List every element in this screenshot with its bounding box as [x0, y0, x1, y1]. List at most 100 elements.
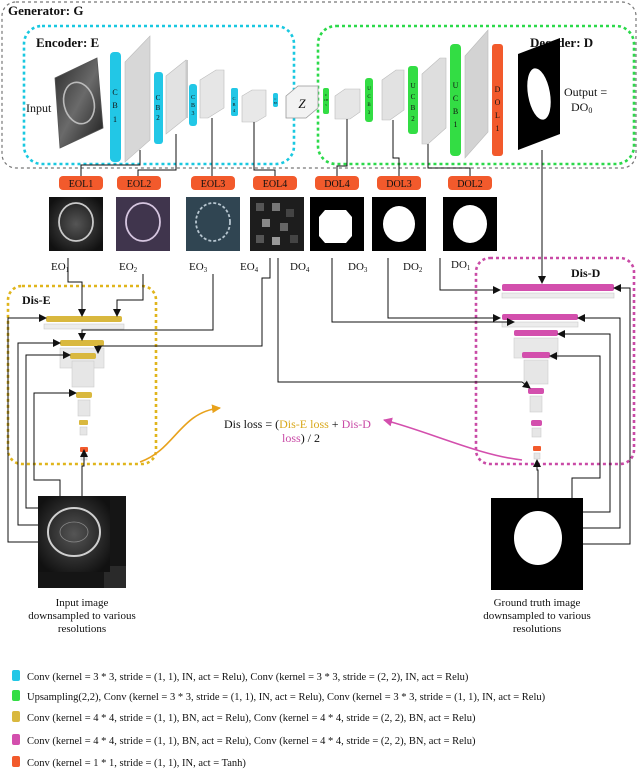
svg-text:DOL2: DOL2 [457, 179, 483, 190]
dis-e-title: Dis-E [22, 293, 51, 307]
svg-text:C: C [232, 96, 235, 101]
svg-text:2: 2 [156, 114, 160, 122]
svg-text:C: C [411, 93, 416, 101]
svg-text:Dis loss = (Dis-E loss + Dis-D: Dis loss = (Dis-E loss + Dis-D [224, 417, 371, 431]
svg-text:B: B [367, 103, 371, 108]
svg-text:EOL4: EOL4 [263, 179, 287, 190]
legend-text-3: Conv (kernel = 4 * 4, stride = (1, 1), B… [27, 713, 476, 724]
svg-text:1: 1 [454, 120, 458, 129]
svg-text:3: 3 [192, 111, 195, 117]
input-image [54, 57, 104, 149]
eol1-pill [59, 176, 103, 190]
legend-text-2: Upsampling(2,2), Conv (kernel = 3 * 3, s… [27, 692, 546, 703]
svg-text:DOL3: DOL3 [386, 179, 412, 190]
dis-e-connectors [67, 258, 271, 354]
thumbnail-labels: EO1 EO2 EO3 EO4 DO4 DO3 DO2 DO1 [51, 259, 471, 274]
generator-box [1, 1, 637, 169]
do4-thumbnail [310, 197, 364, 251]
gold-curve-arrow [139, 404, 221, 463]
svg-text:DO3: DO3 [348, 261, 368, 274]
legend-swatch-magenta [12, 734, 20, 745]
encoder-block-cb4: C B 4 [231, 88, 267, 123]
svg-text:Z: Z [298, 96, 306, 111]
svg-text:L: L [495, 111, 500, 120]
svg-text:B: B [112, 101, 117, 110]
svg-text:4: 4 [233, 108, 236, 113]
dol4-pill [315, 176, 359, 190]
dol3-pill [377, 176, 421, 190]
svg-text:B: B [411, 104, 416, 112]
svg-text:EO4: EO4 [240, 261, 259, 274]
output-do0: DO0 [571, 100, 592, 115]
ground-truth-connectors [533, 284, 631, 545]
svg-text:B: B [191, 103, 195, 109]
encoder-block-cb5: C B5 [273, 93, 278, 107]
do3-thumbnail [372, 197, 426, 251]
cb1-label: C [112, 88, 117, 97]
skip-connections [80, 118, 471, 176]
svg-text:CB: CB [324, 98, 328, 102]
svg-text:C: C [453, 94, 458, 103]
svg-text:loss) / 2: loss) / 2 [282, 431, 320, 445]
eo3-thumbnail [186, 197, 240, 251]
svg-text:DO1: DO1 [451, 259, 471, 272]
legend-text-4: Conv (kernel = 4 * 4, stride = (1, 1), B… [27, 736, 476, 747]
svg-text:5: 5 [325, 103, 327, 107]
do2-thumbnail [443, 197, 497, 251]
dis-d-connectors [277, 150, 546, 389]
input-label: Input [26, 101, 52, 115]
svg-text:EOL3: EOL3 [201, 179, 225, 190]
legend: Conv (kernel = 3 * 3, stride = (1, 1), I… [12, 670, 546, 769]
svg-text:1: 1 [113, 115, 117, 124]
svg-text:C: C [274, 97, 276, 101]
svg-text:EOL2: EOL2 [127, 179, 151, 190]
svg-text:U: U [367, 87, 371, 92]
decoder-box [316, 24, 636, 166]
legend-swatch-gold [12, 711, 20, 722]
dis-d-box [474, 256, 636, 466]
dis-loss-formula: Dis loss = (Dis-E loss + Dis-D loss) / 2 [224, 417, 371, 445]
svg-text:B: B [232, 102, 235, 107]
svg-text:C: C [191, 95, 195, 101]
output-label: Output = [564, 85, 607, 99]
legend-text-1: Conv (kernel = 3 * 3, stride = (1, 1), I… [27, 672, 469, 683]
decoder-block-ucb1: U C B 1 [450, 29, 489, 159]
dis-e-blocks [43, 316, 125, 461]
svg-text:3: 3 [368, 111, 371, 116]
input-caption-line3: resolutions [58, 623, 106, 635]
encoder-block-cb1: C B 1 [110, 35, 151, 163]
output-layer-pills: EOL1 EOL2 EOL3 EOL4 DOL4 DOL3 DOL2 [59, 176, 492, 190]
svg-text:EOL1: EOL1 [69, 179, 93, 190]
encoder-block-cb2: C B 2 [154, 59, 188, 144]
decoder-block-ucb2: U C B 2 [408, 57, 447, 145]
output-mask [518, 38, 560, 150]
svg-text:C: C [367, 95, 371, 100]
svg-text:DO4: DO4 [290, 261, 310, 274]
dis-d-title: Dis-D [571, 266, 601, 280]
eol2-pill [117, 176, 161, 190]
encoder-block-cb3: C B 3 [189, 69, 225, 126]
input-stack-connectors [7, 314, 88, 543]
svg-text:2: 2 [411, 115, 415, 123]
svg-text:U: U [453, 81, 459, 90]
legend-swatch-green [12, 690, 20, 701]
decoder-block-dol1: D O L 1 [492, 44, 503, 156]
eo1-thumbnail [49, 197, 103, 251]
eo2-thumbnail [116, 197, 170, 251]
svg-text:B5: B5 [274, 101, 278, 105]
legend-text-5: Conv (kernel = 1 * 1, stride = (1, 1), I… [27, 758, 246, 769]
decoder-block-ucb5: U CB 5 [323, 88, 329, 114]
svg-text:O: O [495, 98, 501, 107]
dis-d-blocks [501, 284, 615, 460]
svg-text:U: U [325, 93, 328, 97]
svg-text:B: B [453, 107, 458, 116]
svg-text:B: B [156, 104, 161, 112]
gt-caption-line3: resolutions [513, 623, 561, 635]
svg-text:EO2: EO2 [119, 261, 138, 274]
ground-truth-image [491, 498, 583, 590]
eol4-pill [253, 176, 297, 190]
svg-text:C: C [156, 94, 161, 102]
input-caption-line1: Input image [56, 597, 109, 609]
svg-text:1: 1 [496, 124, 500, 133]
